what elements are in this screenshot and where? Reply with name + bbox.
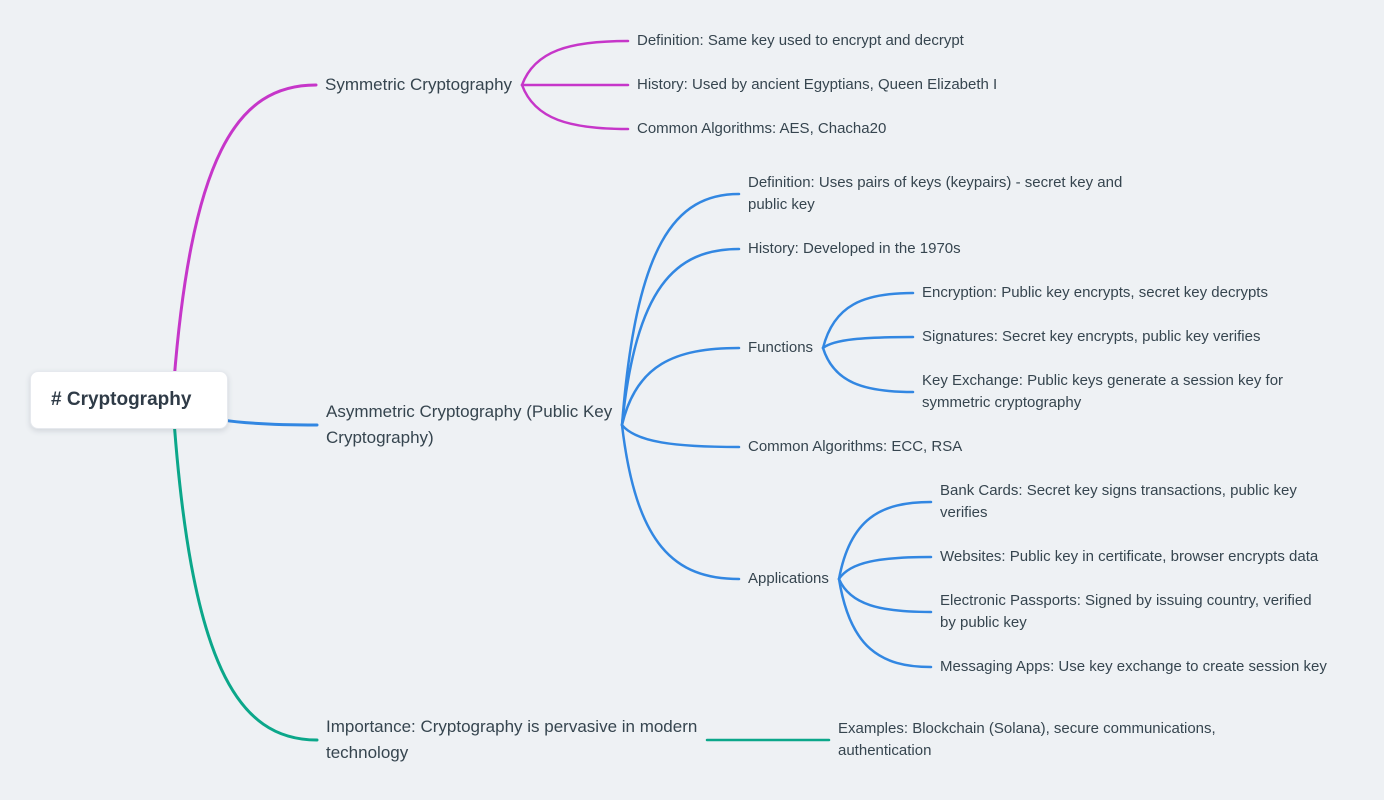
node-sym-algorithms[interactable]: Common Algorithms: AES, Chacha20 <box>637 120 887 137</box>
node-symmetric[interactable]: Symmetric Cryptography <box>325 75 513 94</box>
node-app-passports[interactable]: Electronic Passports: Signed by issuing … <box>940 592 1312 631</box>
node-asym-history[interactable]: History: Developed in the 1970s <box>748 240 961 257</box>
link-root-to-importance <box>171 398 319 742</box>
link-applications-to-app-bankcards <box>837 500 933 581</box>
node-app-websites[interactable]: Websites: Public key in certificate, bro… <box>940 548 1319 565</box>
link-asymmetric-to-functions <box>620 346 741 427</box>
node-asym-definition[interactable]: Definition: Uses pairs of keys (keypairs… <box>748 174 1123 213</box>
link-asymmetric-to-asym-algorithms <box>620 423 741 449</box>
node-app-bankcards[interactable]: Bank Cards: Secret key signs transaction… <box>940 482 1297 521</box>
link-applications-to-app-websites <box>837 555 933 581</box>
link-applications-to-app-passports <box>837 577 933 614</box>
node-root[interactable]: # Cryptography <box>30 371 228 429</box>
node-asym-algorithms[interactable]: Common Algorithms: ECC, RSA <box>748 438 963 455</box>
link-symmetric-to-sym-definition <box>520 39 630 87</box>
node-sym-definition[interactable]: Definition: Same key used to encrypt and… <box>637 32 964 49</box>
link-asymmetric-to-asym-history <box>620 247 741 427</box>
link-asymmetric-to-applications <box>620 423 741 581</box>
node-fn-keyexchange[interactable]: Key Exchange: Public keys generate a ses… <box>922 372 1284 411</box>
node-importance[interactable]: Importance: Cryptography is pervasive in… <box>326 717 698 762</box>
link-root-to-symmetric <box>171 83 318 402</box>
link-functions-to-fn-signatures <box>821 335 915 350</box>
link-applications-to-app-messaging <box>837 577 933 669</box>
node-asymmetric[interactable]: Asymmetric Cryptography (Public Key Cryp… <box>326 402 613 447</box>
node-fn-encryption[interactable]: Encryption: Public key encrypts, secret … <box>922 284 1268 301</box>
link-functions-to-fn-keyexchange <box>821 346 915 394</box>
node-app-messaging[interactable]: Messaging Apps: Use key exchange to crea… <box>940 658 1327 675</box>
node-sym-history[interactable]: History: Used by ancient Egyptians, Quee… <box>637 76 998 93</box>
link-asymmetric-to-asym-definition <box>620 192 741 427</box>
node-imp-examples[interactable]: Examples: Blockchain (Solana), secure co… <box>838 720 1216 759</box>
link-functions-to-fn-encryption <box>821 291 915 350</box>
link-symmetric-to-sym-algorithms <box>520 83 630 131</box>
node-functions[interactable]: Functions <box>748 339 814 356</box>
node-fn-signatures[interactable]: Signatures: Secret key encrypts, public … <box>922 328 1261 345</box>
node-applications[interactable]: Applications <box>748 570 829 587</box>
